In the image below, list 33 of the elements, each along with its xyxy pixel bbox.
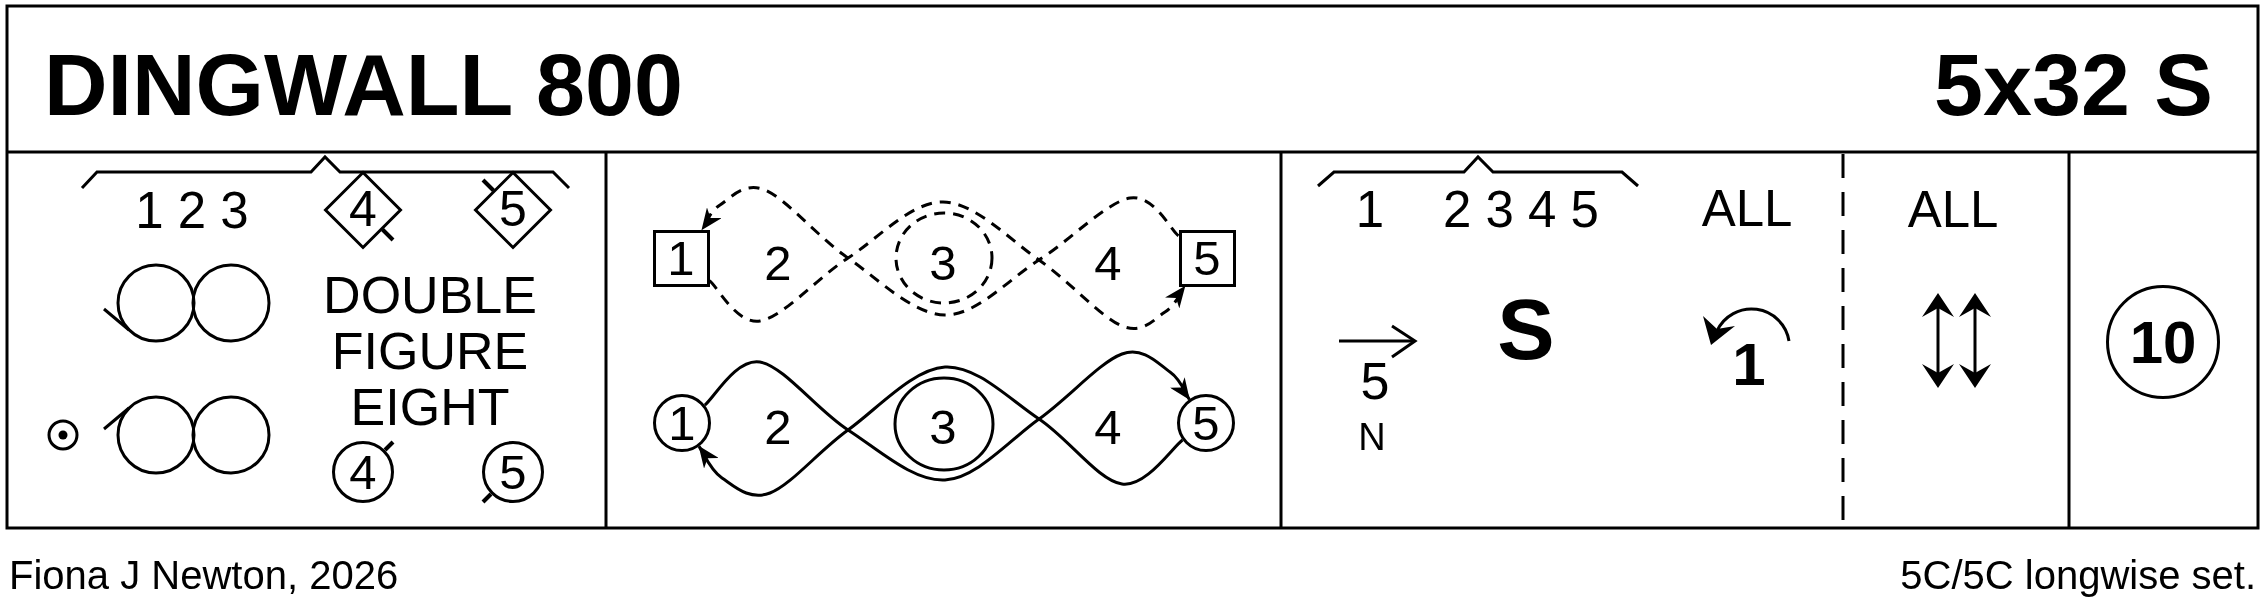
dancer-circle: 1 [653, 394, 711, 452]
dashed-curved-arrow [708, 200, 1187, 330]
dancers-label: ALL [1907, 180, 1999, 240]
set-description: 5C/5C longwise set. [1900, 552, 2256, 598]
dance-title: DINGWALL 800 [44, 34, 683, 136]
dancer-number: 2 [764, 234, 792, 292]
dashed-curved-arrow [700, 186, 1180, 317]
numbered-circle: 10 [2106, 285, 2220, 399]
dancer-number: 3 [929, 234, 957, 292]
dancer-number: 4 [1094, 234, 1122, 292]
dancer-circle: 4 [332, 441, 394, 503]
symbol-letter: S [1497, 279, 1555, 379]
author-credit: Fiona J Newton, 2026 [9, 552, 399, 598]
dancer-numbers: 1 2 3 [135, 181, 249, 241]
dancers-label: ALL [1701, 179, 1793, 239]
dancer-circle: 5 [482, 441, 544, 503]
curved-arrow [697, 365, 1184, 497]
dancer-number: 1 [1355, 180, 1385, 240]
dancer-circle: 5 [1177, 394, 1235, 452]
dancer-diamond: 5 [474, 171, 552, 249]
dancer-number: 3 [929, 398, 957, 456]
dancer-number: 4 [1094, 398, 1122, 456]
dancer-number: 2 [764, 398, 792, 456]
dancer-numbers: 2 3 4 5 [1443, 180, 1599, 240]
turn-count: 1 [1732, 329, 1766, 399]
symbol-letter: N [1358, 416, 1386, 460]
curved-arrow [703, 350, 1191, 482]
dance-format: 5x32 S [1934, 34, 2213, 136]
figure-name: DOUBLE FIGURE EIGHT [323, 267, 537, 435]
dancer-square: 1 [652, 229, 710, 287]
dancer-diamond: 4 [324, 171, 402, 249]
dancer-square: 5 [1178, 229, 1236, 287]
dancer-number: 5 [1360, 352, 1390, 412]
